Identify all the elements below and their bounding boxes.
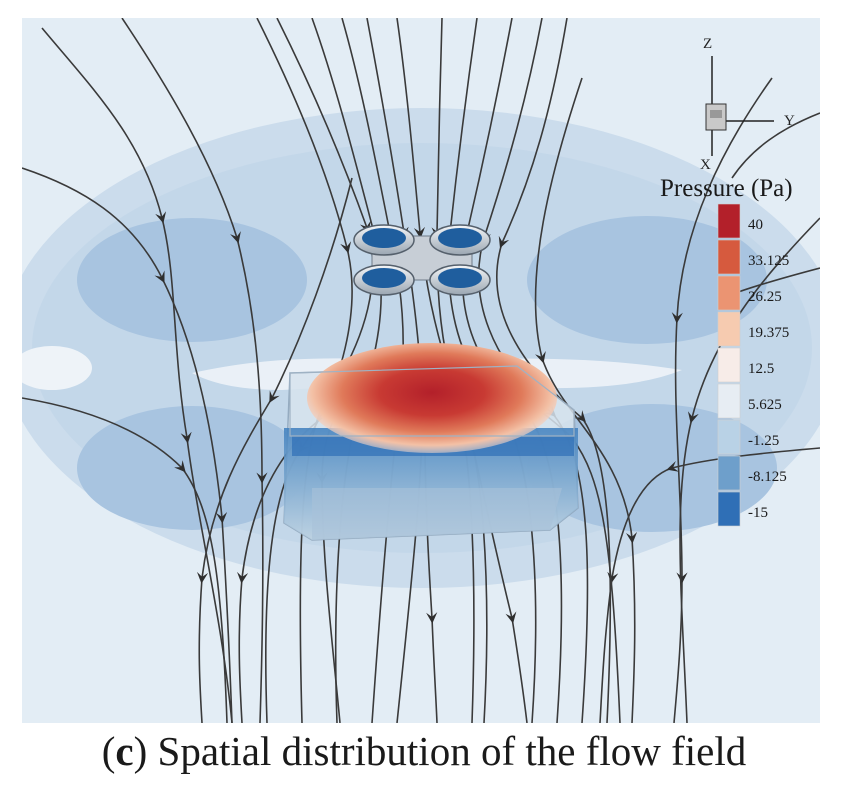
legend-level-label: 12.5 xyxy=(748,361,774,377)
legend-swatch xyxy=(717,275,741,311)
legend-level-label: 33.125 xyxy=(748,253,789,269)
legend-swatch xyxy=(717,203,741,239)
legend-swatch xyxy=(717,383,741,419)
legend-swatches xyxy=(717,203,741,527)
legend-level-label: 26.25 xyxy=(748,289,782,305)
rotor-ring xyxy=(353,264,415,296)
legend-level-label: -15 xyxy=(748,505,768,521)
quadcopter xyxy=(353,224,491,296)
axis-triad: Z Y X xyxy=(700,36,795,173)
legend-level-label: 40 xyxy=(748,217,763,233)
legend-level-label: -8.125 xyxy=(748,469,787,485)
legend-swatch xyxy=(717,491,741,527)
pressure-legend: Pressure (Pa) 40 33.125 26.25 19.375 12.5 5.6… xyxy=(660,175,793,527)
axis-label-x: X xyxy=(700,157,711,173)
legend-labels: 40 33.125 26.25 19.375 12.5 5.625 -1.25 -8.125 -… xyxy=(748,217,789,521)
legend-level-label: 19.375 xyxy=(748,325,789,341)
rotor-ring xyxy=(429,264,491,296)
rotor-ring xyxy=(429,224,491,256)
legend-title: Pressure (Pa) xyxy=(660,175,793,202)
figure-caption: (c) Spatial distribution of the flow fie… xyxy=(101,728,747,774)
flow-field-figure: Z Y X Pressure (Pa) 40 33.125 26.25 19.375 1… xyxy=(22,18,820,723)
legend-swatch xyxy=(717,455,741,491)
axis-label-z: Z xyxy=(703,36,712,52)
axis-label-y: Y xyxy=(784,113,795,129)
legend-swatch xyxy=(717,347,741,383)
caption-text: Spatial distribution of the flow field xyxy=(147,728,747,774)
legend-level-label: -1.25 xyxy=(748,433,779,449)
rotor-ring xyxy=(353,224,415,256)
payload-box xyxy=(283,343,579,541)
flow-field-canvas: Z Y X Pressure (Pa) 40 33.125 26.25 19.375 1… xyxy=(22,18,820,723)
caption-label: c xyxy=(115,728,134,774)
legend-level-label: 5.625 xyxy=(748,397,782,413)
legend-swatch xyxy=(717,239,741,275)
legend-swatch xyxy=(717,311,741,347)
legend-swatch xyxy=(717,419,741,455)
